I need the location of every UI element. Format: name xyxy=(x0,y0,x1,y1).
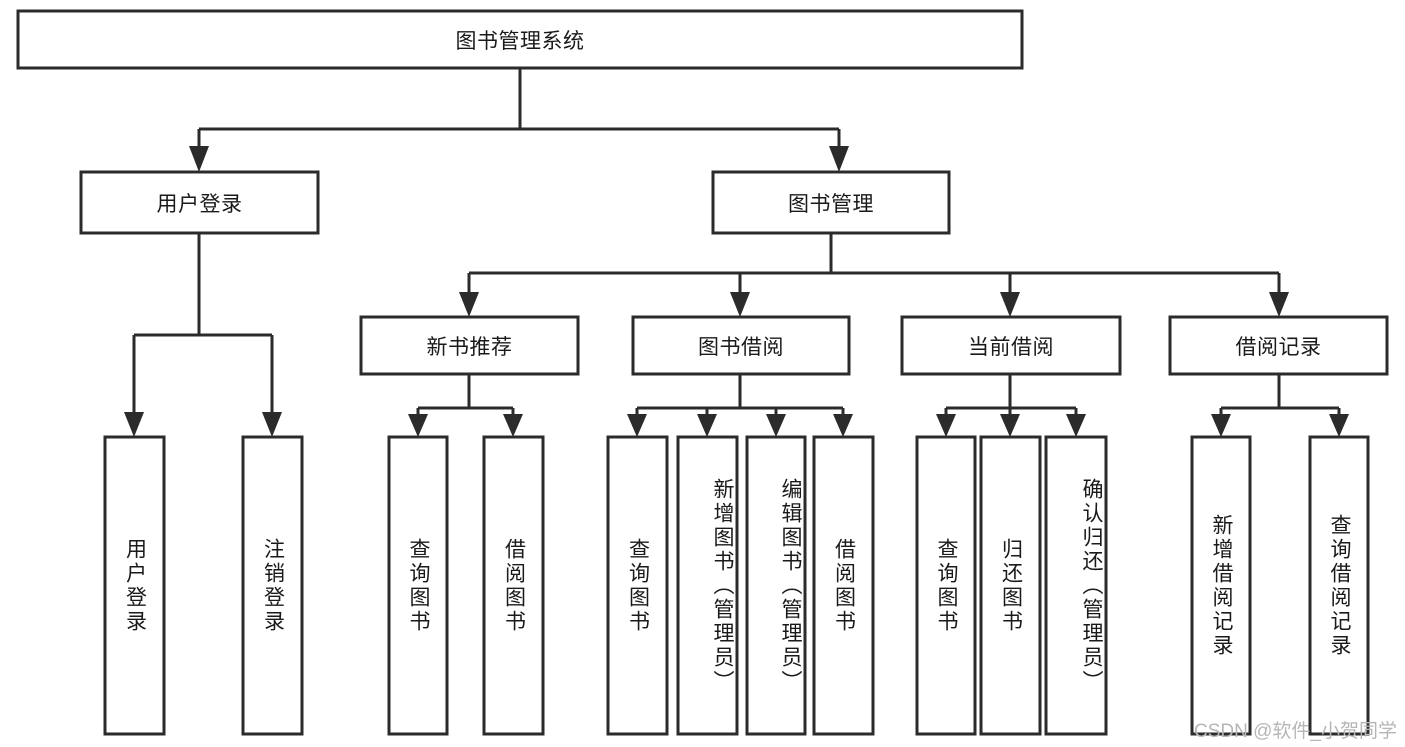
node-box-book-manage[interactable] xyxy=(711,170,951,235)
node-box-book-borrow[interactable] xyxy=(631,315,851,376)
node-box-leaf-add-book[interactable] xyxy=(676,435,739,736)
connector-userlogin-to-leaves xyxy=(124,233,282,437)
node-box-borrow-record[interactable] xyxy=(1168,315,1389,376)
node-box-user-login[interactable] xyxy=(79,170,320,235)
node-box-leaf-user-login[interactable] xyxy=(103,435,166,736)
connector-currentborrow-to-leaves xyxy=(936,374,1086,437)
node-box-leaf-confirm-return[interactable] xyxy=(1044,435,1108,736)
node-box-leaf-borrow-book[interactable] xyxy=(812,435,875,736)
connector-bookmanage-to-level3 xyxy=(459,233,1289,317)
node-box-new-book-rec[interactable] xyxy=(359,315,580,376)
node-box-leaf-query-book-rec[interactable] xyxy=(387,435,449,736)
connector-root-to-level2 xyxy=(189,68,849,172)
node-box-leaf-return-book[interactable] xyxy=(979,435,1042,736)
node-box-root[interactable] xyxy=(16,9,1024,70)
node-box-leaf-edit-book[interactable] xyxy=(745,435,807,736)
connector-borrowrecord-to-leaves xyxy=(1211,374,1349,437)
connector-newbook-to-leaves xyxy=(408,374,523,437)
node-box-leaf-user-logout[interactable] xyxy=(241,435,304,736)
node-box-leaf-query-book-borrow[interactable] xyxy=(606,435,669,736)
connector-bookborrow-to-leaves xyxy=(627,374,853,437)
node-box-leaf-borrow-book-rec[interactable] xyxy=(482,435,545,736)
node-box-leaf-add-record[interactable] xyxy=(1190,435,1252,736)
node-box-leaf-query-book-current[interactable] xyxy=(915,435,977,736)
node-box-leaf-query-record[interactable] xyxy=(1308,435,1370,736)
node-box-current-borrow[interactable] xyxy=(900,315,1122,376)
